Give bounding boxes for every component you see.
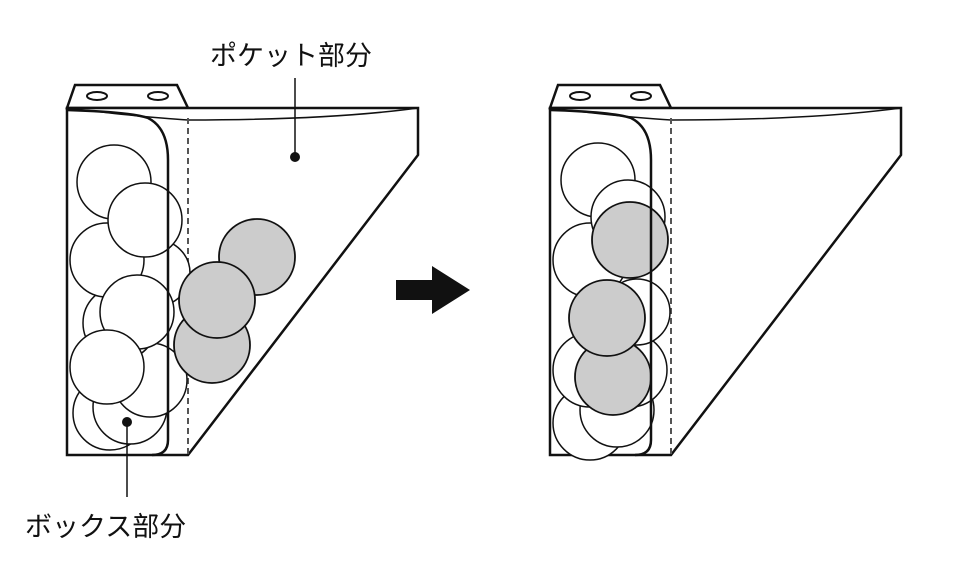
box-label: ボックス部分: [25, 512, 187, 543]
before-holder: [65, 78, 420, 497]
gray-balls: [568, 201, 669, 416]
gray-balls: [173, 218, 296, 384]
arrow-icon: [396, 266, 470, 314]
white-balls: [69, 144, 191, 451]
after-holder: [548, 83, 903, 461]
pocket-label: ポケット部分: [210, 41, 372, 72]
